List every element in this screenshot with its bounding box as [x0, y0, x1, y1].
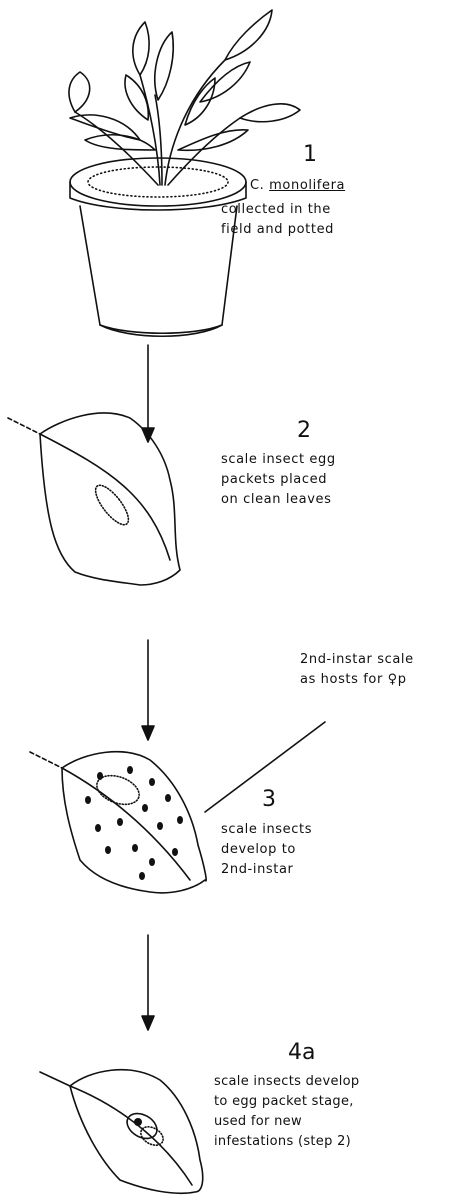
plant-leaf: [225, 10, 272, 60]
plant-leaf: [200, 62, 250, 102]
leaf-with-mature-egg-packet: [40, 1070, 203, 1194]
step-4a-number: 4a: [288, 1040, 315, 1065]
step-2-line: on clean leaves: [221, 490, 331, 510]
step-3-line: develop to: [221, 840, 296, 860]
step-2-line: packets placed: [221, 470, 327, 490]
species-genus: C.: [250, 178, 264, 193]
plant-leaf: [133, 22, 149, 75]
leaf-with-egg-packet: [8, 413, 180, 585]
mature-egg-packet: [123, 1108, 162, 1143]
arrow-step2-to-3: [142, 640, 154, 740]
step-2-line: scale insect egg: [221, 450, 336, 470]
step-4a-line: to egg packet stage,: [214, 1092, 354, 1112]
side-note-line: as hosts for ♀p: [300, 670, 407, 690]
step-4a-line: used for new: [214, 1112, 302, 1132]
step-4a-line: infestations (step 2): [214, 1132, 351, 1152]
step-4a-line: scale insects develop: [214, 1072, 359, 1092]
egg-packet: [90, 481, 134, 530]
step-3-number: 3: [262, 787, 276, 812]
step-3-line: scale insects: [221, 820, 312, 840]
species-name: monolifera: [269, 178, 345, 193]
plant-leaf: [155, 32, 173, 100]
leaf-with-scale-insects: [30, 752, 206, 893]
step-1-line: collected in the: [221, 200, 331, 220]
step-1-species: C. monolifera: [250, 176, 345, 196]
step-1-line: field and potted: [221, 220, 334, 240]
plant-stem: [165, 60, 225, 185]
side-note-line: 2nd-instar scale: [300, 650, 414, 670]
plant-leaf: [240, 104, 300, 122]
arrow-step3-to-4a: [142, 935, 154, 1030]
step-1-number: 1: [303, 142, 317, 167]
potted-plant-illustration: [69, 10, 300, 336]
soil-surface: [88, 167, 228, 197]
plant-leaf: [125, 75, 148, 120]
step-3-line: 2nd-instar: [221, 860, 294, 880]
step-2-number: 2: [297, 418, 311, 443]
pot-body: [80, 206, 237, 333]
arrow-step1-to-2: [142, 345, 154, 442]
plant-leaf: [69, 72, 90, 112]
